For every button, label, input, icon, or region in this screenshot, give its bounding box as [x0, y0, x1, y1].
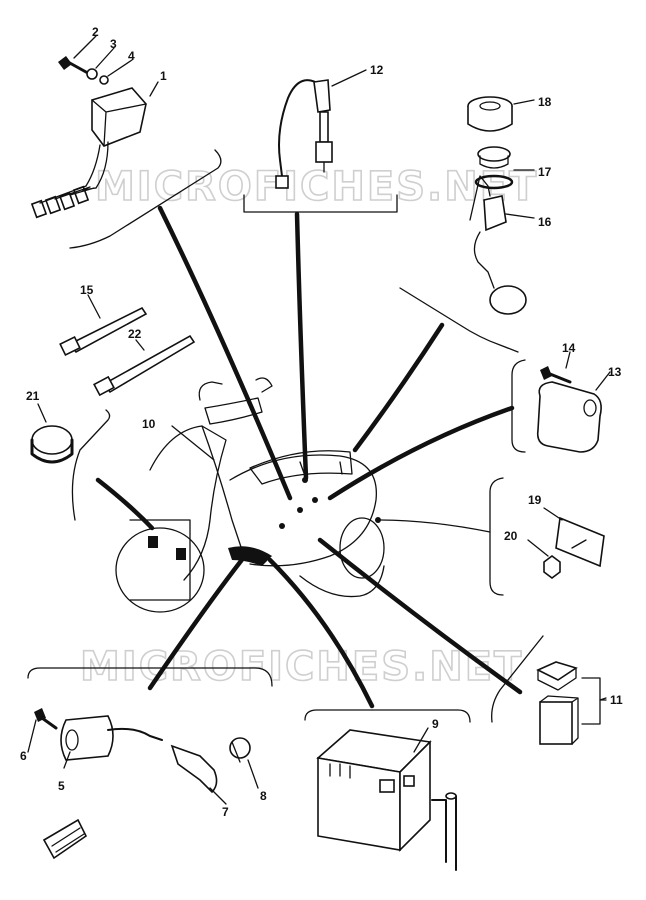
bracket-reflector-group — [489, 477, 504, 596]
lead-fuel — [352, 322, 445, 453]
callout-3: 3 — [110, 37, 117, 51]
callout-15: 15 — [80, 283, 94, 297]
cable-tie-part-15 — [59, 306, 148, 356]
ignition-coil-part-5 — [60, 715, 163, 761]
fuel-sender-group — [467, 96, 527, 315]
horn-part-13 — [536, 381, 602, 453]
bracket-grip-group — [71, 409, 111, 521]
callout-numbers: 1 2 3 4 5 6 7 8 9 10 11 12 13 14 15 16 1… — [20, 25, 623, 819]
lead-relay — [317, 537, 523, 695]
cdi-unit — [30, 87, 147, 219]
cable-tie-part-22 — [93, 334, 196, 397]
callout-6: 6 — [20, 749, 27, 763]
callout-17: 17 — [538, 165, 552, 179]
bracket-sensor-group — [243, 194, 398, 213]
grommet-part-21 — [30, 425, 74, 464]
lead-coil — [147, 549, 251, 691]
bracket-part-lower-left — [42, 818, 88, 860]
callout-19: 19 — [528, 493, 542, 507]
battery-part-9 — [316, 729, 457, 871]
sensor-part-12 — [275, 79, 333, 189]
callout-8: 8 — [260, 789, 267, 803]
bolt-part-2 — [58, 56, 88, 74]
reflector-part-19 — [555, 516, 605, 568]
plug-cap-part-7 — [170, 744, 218, 794]
callout-1: 1 — [160, 69, 167, 83]
lead-horn — [327, 405, 515, 501]
bracket-relay-group — [491, 635, 544, 723]
callout-20: 20 — [504, 529, 518, 543]
cap-part-8 — [229, 737, 251, 762]
callout-22: 22 — [128, 327, 142, 341]
callout-14: 14 — [562, 341, 576, 355]
watermark-top: MICROFICHES.NET — [95, 164, 538, 210]
bracket-coil-group — [27, 667, 273, 687]
bracket-horn-group — [511, 359, 526, 453]
bolt-part-6 — [34, 708, 58, 730]
callout-9: 9 — [432, 717, 439, 731]
callout-5: 5 — [58, 779, 65, 793]
bracket-fuel-group — [399, 287, 519, 353]
watermark-bottom: MICROFICHES.NET — [80, 644, 523, 690]
bracket-battery-group — [304, 709, 471, 723]
callout-21: 21 — [26, 389, 40, 403]
bracket-ignition-group — [69, 149, 222, 249]
callout-18: 18 — [538, 95, 552, 109]
lead-battery — [267, 557, 375, 709]
callout-12: 12 — [370, 63, 384, 77]
callout-16: 16 — [538, 215, 552, 229]
lead-ignition — [157, 205, 293, 501]
callout-11: 11 — [610, 693, 623, 707]
relay-part-11 — [536, 661, 607, 745]
nut-part-20 — [543, 555, 561, 579]
lead-grip — [95, 477, 155, 531]
washer-part-4 — [99, 75, 109, 85]
callout-4: 4 — [128, 49, 135, 63]
callout-7: 7 — [222, 805, 229, 819]
callout-2: 2 — [92, 25, 99, 39]
bolt-part-14 — [540, 366, 572, 384]
callout-13: 13 — [608, 365, 622, 379]
scooter-outline — [115, 377, 385, 613]
leader-lines — [27, 35, 611, 805]
washer-part-3 — [86, 68, 98, 80]
lead-sensor — [294, 211, 309, 481]
callout-10: 10 — [142, 417, 156, 431]
lead-reflector — [377, 519, 491, 533]
